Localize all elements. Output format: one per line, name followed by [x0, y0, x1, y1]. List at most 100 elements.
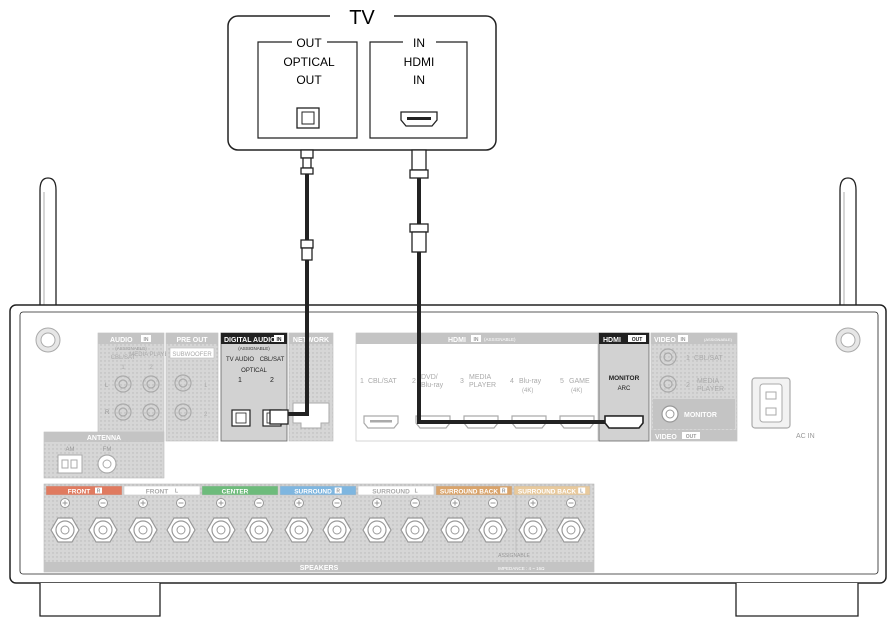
audio-num2: 2	[149, 365, 153, 371]
hdmi-port-1-label: CBL/SAT	[368, 378, 397, 385]
digital-cbl-sat: CBL/SAT	[260, 357, 285, 363]
speaker-group-label: SURROUND BACK	[518, 489, 576, 496]
hdmi-port-4-num: 4	[510, 378, 514, 385]
speaker-terminal	[128, 498, 158, 543]
speaker-group-label: CENTER	[222, 489, 249, 496]
speaker-terminal	[362, 498, 392, 543]
hdmi-in-badge: IN	[474, 337, 479, 343]
tv-hdmi-label-2: IN	[413, 73, 425, 87]
digital-assignable: (ASSIGNABLE)	[238, 346, 270, 351]
antenna-fm: FM	[103, 447, 112, 453]
speaker-terminal	[244, 498, 274, 543]
antenna-am: AM	[66, 447, 75, 453]
speaker-group-badge: L	[175, 489, 178, 495]
hdmi-in-assignable: (ASSIGNABLE)	[484, 337, 516, 342]
audio-assignable: (ASSIGNABLE)	[115, 346, 147, 351]
digital-tv-audio: TV AUDIO	[226, 357, 254, 363]
hdmi-port-5-label-1: GAME	[569, 378, 590, 385]
speaker-terminal	[206, 498, 236, 543]
hdmi-port-1: 1 CBL/SAT	[360, 378, 399, 429]
video-in-badge: IN	[681, 337, 686, 343]
audio-r-label: R	[105, 410, 110, 416]
tv-title: TV	[349, 7, 375, 29]
speaker-terminal	[556, 498, 586, 543]
hdmi-port-5-num: 5	[560, 378, 564, 385]
sub-num1: 1	[204, 383, 208, 389]
speaker-terminal	[322, 498, 352, 543]
speaker-group-label: FRONT	[68, 489, 90, 496]
antenna-title: ANTENNA	[87, 435, 121, 442]
speaker-group-label: SURROUND BACK	[440, 489, 498, 496]
digital-audio-section: DIGITAL AUDIO IN (ASSIGNABLE) TV AUDIO C…	[220, 332, 288, 442]
tv-optical-port-icon	[296, 107, 320, 129]
speaker-group-badge: R	[97, 489, 101, 495]
hdmi-in-section: HDMI IN (ASSIGNABLE) 1 CBL/SAT 2 DVD/ Bl…	[355, 332, 599, 442]
video-in2-label-1: MEDIA	[697, 378, 720, 385]
speaker-terminal	[518, 498, 548, 543]
monitor-arc-label-1: MONITOR	[609, 375, 640, 382]
digital-optical: OPTICAL	[241, 368, 267, 374]
video-out-title: VIDEO	[655, 434, 677, 441]
pre-out-title: PRE OUT	[176, 337, 208, 344]
tv-in-label: IN	[413, 36, 425, 50]
hdmi-port-3-label-1: MEDIA	[469, 374, 492, 381]
speakers-title: SPEAKERS	[300, 565, 339, 572]
ac-in-socket	[751, 377, 791, 429]
speaker-terminal	[478, 498, 508, 543]
network-title: NETWORK	[293, 337, 329, 344]
hdmi-port-2-num: 2	[412, 378, 416, 385]
hdmi-port-3-label-2: PLAYER	[469, 382, 496, 389]
hdmi-out-badge: OUT	[632, 337, 643, 343]
subwoofer-label: SUBWOOFER	[172, 352, 212, 358]
speaker-group-4: SURROUND R	[279, 485, 357, 543]
hdmi-port-5-label-2: (4K)	[571, 388, 582, 394]
speaker-group-badge: R	[336, 489, 340, 495]
video-section: VIDEO IN (ASSIGNABLE) 1 CBL/SAT 2 MEDIA …	[650, 332, 738, 442]
video-in2-num: 2	[686, 382, 690, 389]
speaker-group-badge: R	[502, 489, 506, 495]
speaker-terminal	[284, 498, 314, 543]
hdmi-port-2-label-2: Blu-ray	[421, 382, 444, 389]
antenna-left-icon	[39, 177, 57, 313]
hdmi-out-title: HDMI	[603, 337, 621, 344]
video-in2-label-2: PLAYER	[697, 386, 724, 393]
video-out-badge: OUT	[686, 434, 697, 440]
audio-in-badge: IN	[144, 337, 149, 343]
hdmi-port-2-label-1: DVD/	[421, 374, 438, 381]
tv-optical-label-1: OPTICAL	[283, 55, 335, 69]
speaker-terminal	[440, 498, 470, 543]
optical-cable	[269, 149, 314, 425]
digital-audio-badge: IN	[277, 337, 282, 343]
audio-media-player: MEDIA PLAYER	[129, 352, 173, 358]
assignable-label: ASSIGNABLE	[498, 553, 530, 559]
impedance-label: IMPEDANCE : 4 ~ 16Ω	[498, 566, 545, 571]
speaker-group-1: FRONT R	[45, 485, 123, 543]
video-assignable: (ASSIGNABLE)	[704, 337, 733, 342]
receiver-foot-right	[735, 583, 859, 617]
speaker-terminal	[88, 498, 118, 543]
network-section: NETWORK	[288, 332, 334, 442]
antenna-section: ANTENNA AM FM	[43, 431, 165, 479]
digital-audio-title: DIGITAL AUDIO	[224, 337, 276, 344]
speaker-group-badge: L	[415, 489, 418, 495]
monitor-arc-label-2: ARC	[618, 386, 631, 392]
audio-in-section: AUDIO IN (ASSIGNABLE) CBL/SAT MEDIA PLAY…	[97, 332, 173, 442]
audio-cbl-sat: CBL/SAT	[111, 355, 136, 361]
audio-num1: 1	[121, 365, 125, 371]
audio-in-title: AUDIO	[110, 337, 133, 344]
speaker-group-3: CENTER	[201, 485, 279, 543]
hdmi-port-4-label-1: Blu-ray	[519, 378, 542, 385]
hdmi-cable	[409, 149, 644, 429]
receiver-foot-left	[39, 583, 161, 617]
pre-out-section: PRE OUT SUBWOOFER 1 2	[165, 332, 219, 442]
speakers-section: SPEAKERS IMPEDANCE : 4 ~ 16Ω ASSIGNABLE	[43, 483, 595, 573]
hdmi-port-3-num: 3	[460, 378, 464, 385]
audio-l-label: L	[105, 383, 109, 389]
speaker-group-label: SURROUND	[294, 489, 332, 496]
tv-out-label: OUT	[296, 36, 322, 50]
speaker-terminal	[166, 498, 196, 543]
